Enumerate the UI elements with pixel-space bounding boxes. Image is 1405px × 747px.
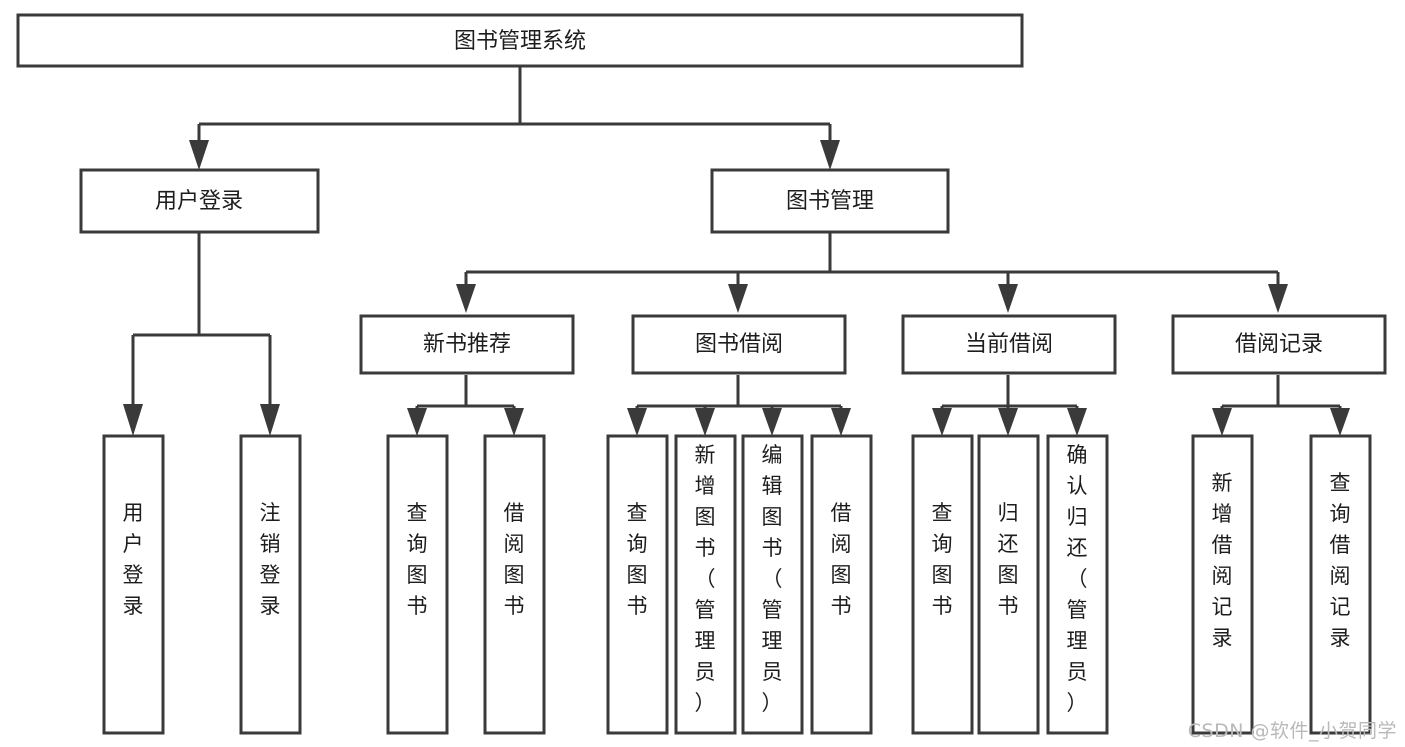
node-leaf-confirm-return[interactable]: 确认归还（管理员） (1046, 434, 1109, 735)
arrow-head-leaf-return-book (998, 408, 1018, 436)
node-leaf-add-record[interactable]: 新增借阅记录 (1191, 434, 1254, 735)
arrow-head-current-borrow (998, 284, 1018, 313)
node-leaf-query-book-1-box[interactable] (386, 434, 449, 735)
node-user-login[interactable]: 用户登录 (79, 168, 320, 234)
arrow-head-leaf-confirm-return (1067, 408, 1087, 436)
node-leaf-query-book-2-box[interactable] (606, 434, 669, 735)
arrow-head-leaf-add-book (695, 408, 715, 436)
node-new-book-rec-box[interactable] (359, 314, 575, 375)
node-leaf-query-book-1[interactable]: 查询图书 (386, 434, 449, 735)
connector-group-new-book-rec (407, 375, 524, 436)
node-borrow-record-box[interactable] (1171, 314, 1387, 375)
arrow-head-leaf-borrow-book-2 (831, 408, 851, 436)
node-leaf-query-book-2-label: 查询图书 (627, 501, 648, 618)
node-new-book-rec[interactable]: 新书推荐 (359, 314, 575, 375)
node-leaf-add-book[interactable]: 新增图书（管理员） (674, 434, 737, 735)
node-leaf-return-book-box[interactable] (977, 434, 1040, 735)
arrow-head-book-admin (820, 140, 840, 170)
node-new-book-rec-label: 新书推荐 (423, 332, 511, 357)
connector-group-current-borrow (932, 375, 1087, 436)
node-book-admin-label: 图书管理 (786, 189, 874, 214)
arrow-head-leaf-add-record (1212, 408, 1232, 436)
arrow-head-leaf-edit-book (762, 408, 782, 436)
node-leaf-query-book-1-label: 查询图书 (407, 501, 428, 618)
node-leaf-query-book-2[interactable]: 查询图书 (606, 434, 669, 735)
node-leaf-add-record-box[interactable] (1191, 434, 1254, 735)
node-current-borrow-label: 当前借阅 (965, 332, 1053, 357)
node-leaf-edit-book[interactable]: 编辑图书（管理员） (741, 434, 804, 735)
node-leaf-borrow-book-2[interactable]: 借阅图书 (810, 434, 873, 735)
node-leaf-add-book-box[interactable] (674, 434, 737, 735)
node-leaf-edit-book-label: 编辑图书（管理员） (762, 443, 783, 715)
arrow-head-leaf-borrow-book-1 (504, 408, 524, 436)
node-leaf-borrow-book-2-box[interactable] (810, 434, 873, 735)
arrow-head-user-login (189, 140, 209, 170)
arrow-head-leaf-query-record (1330, 408, 1350, 436)
arrow-head-leaf-logout (260, 404, 280, 436)
node-user-login-box[interactable] (79, 168, 320, 234)
node-leaf-add-record-label: 新增借阅记录 (1212, 471, 1233, 650)
node-leaf-return-book-label: 归还图书 (998, 501, 1019, 618)
node-borrow-record-label: 借阅记录 (1235, 332, 1323, 357)
node-leaf-query-record-label: 查询借阅记录 (1330, 471, 1351, 650)
node-leaf-query-book-3-label: 查询图书 (932, 501, 953, 618)
arrow-head-leaf-query-book-3 (932, 408, 952, 436)
arrow-head-leaf-query-book-2 (627, 408, 647, 436)
node-book-borrow[interactable]: 图书借阅 (631, 314, 847, 375)
connector-group-book-borrow (627, 375, 851, 436)
node-current-borrow[interactable]: 当前借阅 (901, 314, 1117, 375)
node-leaf-confirm-return-box[interactable] (1046, 434, 1109, 735)
node-leaf-add-book-label: 新增图书（管理员） (695, 443, 716, 715)
node-leaf-user-login-box[interactable] (102, 434, 165, 735)
node-book-admin[interactable]: 图书管理 (710, 168, 950, 234)
node-book-borrow-box[interactable] (631, 314, 847, 375)
connector-group-borrow-record (1212, 375, 1350, 436)
connector-group-book-admin (456, 232, 1288, 313)
node-book-admin-box[interactable] (710, 168, 950, 234)
node-leaf-borrow-book-2-label: 借阅图书 (831, 501, 852, 618)
node-leaf-borrow-book-1[interactable]: 借阅图书 (483, 434, 546, 735)
node-leaf-user-login[interactable]: 用户登录 (102, 434, 165, 735)
node-root[interactable]: 图书管理系统 (16, 13, 1024, 68)
node-leaf-logout-label: 注销登录 (260, 501, 281, 618)
arrow-head-leaf-user-login (123, 404, 143, 436)
node-leaf-query-record[interactable]: 查询借阅记录 (1309, 434, 1372, 735)
arrow-head-new-book-rec (456, 284, 476, 313)
node-leaf-logout-box[interactable] (239, 434, 302, 735)
node-leaf-query-book-3-box[interactable] (911, 434, 974, 735)
arrow-head-book-borrow (728, 284, 748, 313)
arrow-head-borrow-record (1268, 284, 1288, 313)
node-leaf-edit-book-box[interactable] (741, 434, 804, 735)
node-leaf-borrow-book-1-box[interactable] (483, 434, 546, 735)
arrow-head-leaf-query-book-1 (407, 408, 427, 436)
connector-group-user-login (123, 232, 280, 436)
node-current-borrow-box[interactable] (901, 314, 1117, 375)
node-book-borrow-label: 图书借阅 (695, 332, 783, 357)
node-leaf-return-book[interactable]: 归还图书 (977, 434, 1040, 735)
node-leaf-borrow-book-1-label: 借阅图书 (504, 501, 525, 618)
csdn-watermark: CSDN @软件_小贺同学 (1187, 720, 1397, 742)
node-leaf-confirm-return-label: 确认归还（管理员） (1067, 443, 1088, 715)
node-leaf-user-login-label: 用户登录 (123, 501, 144, 618)
node-user-login-label: 用户登录 (155, 189, 243, 214)
node-leaf-logout[interactable]: 注销登录 (239, 434, 302, 735)
node-leaf-query-record-box[interactable] (1309, 434, 1372, 735)
node-root-label: 图书管理系统 (454, 29, 586, 54)
node-leaf-query-book-3[interactable]: 查询图书 (911, 434, 974, 735)
connector-group-root (189, 66, 840, 170)
node-borrow-record[interactable]: 借阅记录 (1171, 314, 1387, 375)
node-root-box[interactable] (16, 13, 1024, 68)
